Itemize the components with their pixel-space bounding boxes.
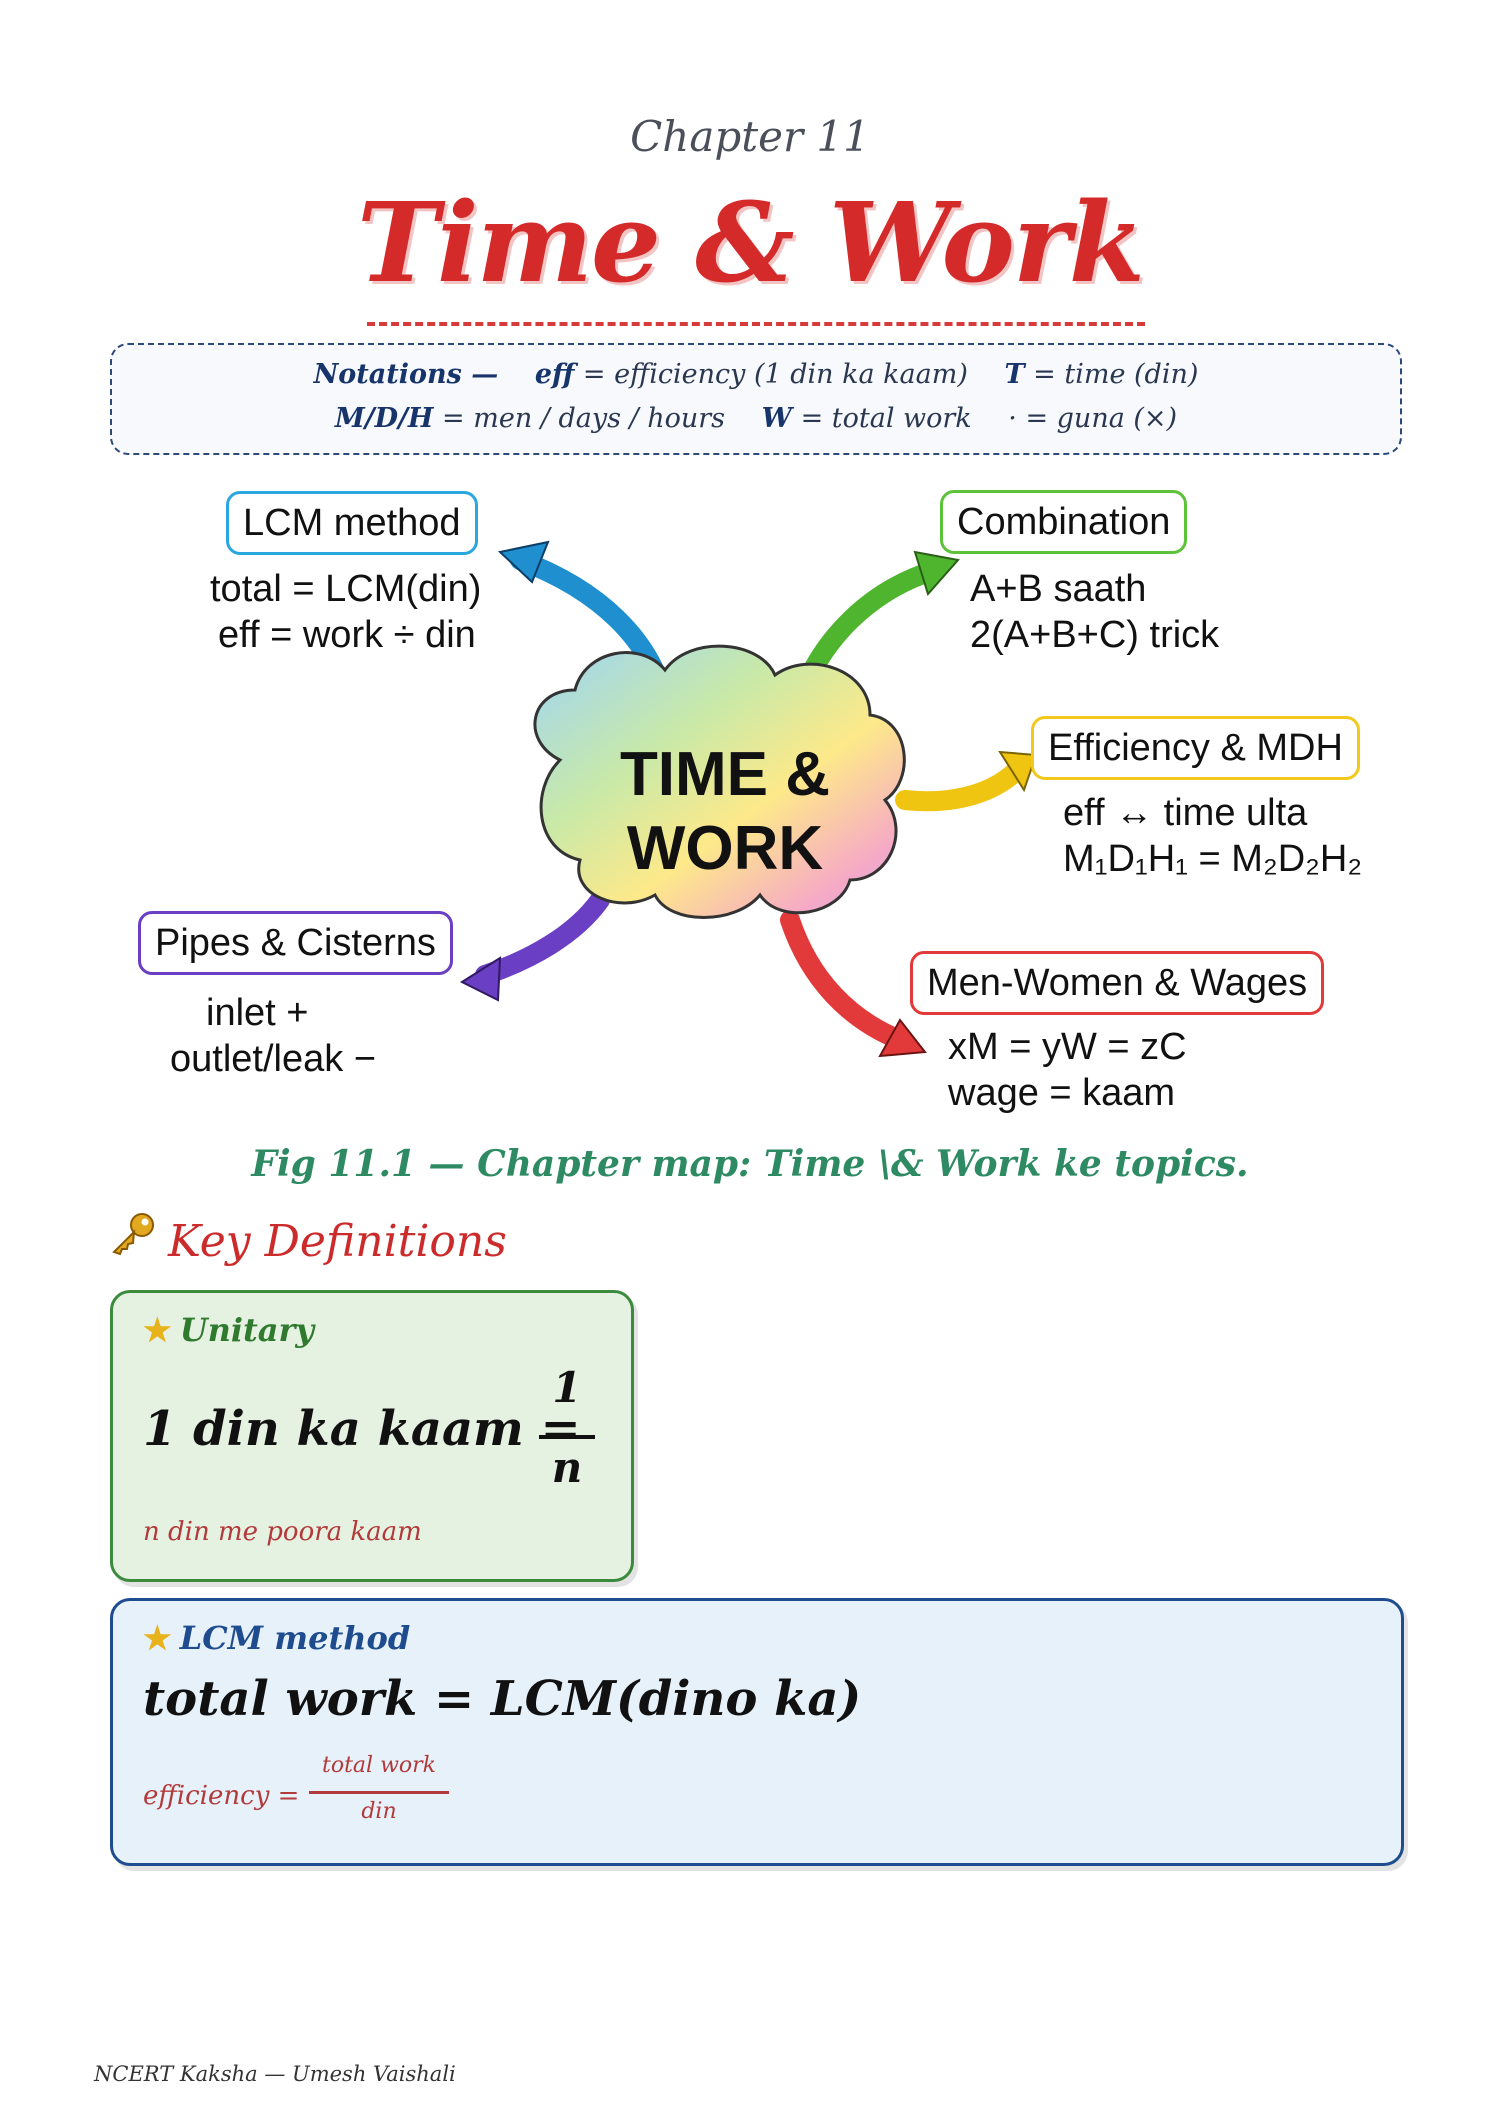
notations-label: Notations — xyxy=(313,359,499,390)
topic-efficiency-mdh: Efficiency & MDH xyxy=(1031,716,1360,780)
star-icon: ★ xyxy=(143,1311,172,1349)
unitary-note: n din me poora kaam xyxy=(143,1517,422,1547)
arrow-efficiency-head xyxy=(998,750,1038,793)
page-title: Time & Work xyxy=(356,178,1145,307)
notation-dot-value: · = guna (×) xyxy=(1008,403,1178,434)
arrow-lcm-head xyxy=(497,540,550,584)
topic-pipes-cisterns: Pipes & Cisterns xyxy=(138,911,453,975)
topic-combination-line-2: 2(A+B+C) trick xyxy=(970,614,1220,656)
title-divider xyxy=(367,322,1145,326)
topic-lcm-line-1: total = LCM(din) xyxy=(210,568,482,610)
unitary-formula-lhs: 1 din ka kaam = xyxy=(143,1401,581,1457)
topic-efficiency-notes: eff ↔ time ulta M₁D₁H₁ = M₂D₂H₂ xyxy=(1063,790,1362,882)
lcm-note-denominator: din xyxy=(361,1799,397,1824)
card-lcm-title: LCM method xyxy=(179,1619,411,1657)
topic-combination-line-1: A+B saath xyxy=(970,568,1147,610)
notation-mdh-value: = men / days / hours xyxy=(442,403,726,434)
center-topic: TIME & WORK xyxy=(590,738,860,886)
figure-caption: Fig 11.1 — Chapter map: Time \& Work ke … xyxy=(251,1143,1249,1185)
arrow-efficiency xyxy=(895,762,1025,812)
topic-lcm-notes: total = LCM(din) eff = work ÷ din xyxy=(210,566,481,658)
arrow-men-head xyxy=(878,1018,927,1058)
notation-w-value: = total work xyxy=(800,403,972,434)
center-topic-line-2: WORK xyxy=(626,814,824,883)
unitary-fraction-bar xyxy=(539,1435,595,1439)
arrow-combination-head xyxy=(913,550,960,596)
key-definitions-title: Key Definitions xyxy=(168,1216,507,1267)
lcm-formula: total work = LCM(dino ka) xyxy=(143,1671,862,1727)
topic-lcm-line-2: eff = work ÷ din xyxy=(218,614,476,656)
topic-pipes-notes: inlet + outlet/leak − xyxy=(170,990,376,1082)
notation-eff-value: = efficiency (1 din ka kaam) xyxy=(582,359,968,390)
topic-men-title: Men-Women & Wages xyxy=(927,962,1308,1004)
card-unitary-header: ★Unitary xyxy=(143,1311,314,1349)
notation-t-key: T xyxy=(1004,359,1025,390)
topic-efficiency-line-2: M₁D₁H₁ = M₂D₂H₂ xyxy=(1063,838,1363,880)
lcm-note-fraction-bar xyxy=(309,1791,449,1794)
arrow-pipes-head xyxy=(459,956,502,1002)
key-icon xyxy=(108,1212,158,1267)
notation-mdh-key: M/D/H xyxy=(334,403,434,434)
key-definitions-heading: Key Definitions xyxy=(108,1212,507,1267)
topic-pipes-title: Pipes & Cisterns xyxy=(155,922,436,964)
definition-card-unitary: ★Unitary 1 din ka kaam = 1 n n din me po… xyxy=(110,1290,634,1582)
notation-eff-key: eff xyxy=(534,359,575,390)
chapter-label: Chapter 11 xyxy=(630,112,870,161)
topic-efficiency-title: Efficiency & MDH xyxy=(1048,727,1343,769)
center-cloud xyxy=(533,644,906,919)
topic-lcm-method: LCM method xyxy=(226,491,478,555)
card-unitary-title: Unitary xyxy=(179,1311,314,1349)
topic-combination: Combination xyxy=(940,490,1188,554)
topic-men-line-2: wage = kaam xyxy=(948,1072,1176,1114)
notations-box: Notations — eff = efficiency (1 din ka k… xyxy=(110,343,1402,455)
center-topic-line-1: TIME & xyxy=(619,740,831,809)
arrow-pipes xyxy=(475,890,610,985)
topic-combination-notes: A+B saath 2(A+B+C) trick xyxy=(970,566,1219,658)
notation-t-value: = time (din) xyxy=(1033,359,1199,390)
page-footer: NCERT Kaksha — Umesh Vaishali xyxy=(94,2062,456,2086)
notations-line-2: M/D/H = men / days / hours W = total wor… xyxy=(112,403,1400,434)
arrow-men xyxy=(780,910,910,1050)
topic-lcm-title: LCM method xyxy=(243,502,461,544)
topic-pipes-line-2: outlet/leak − xyxy=(170,1038,376,1080)
unitary-denominator: n xyxy=(551,1443,583,1492)
topic-efficiency-line-1: eff ↔ time ulta xyxy=(1063,792,1308,834)
notations-line-1: Notations — eff = efficiency (1 din ka k… xyxy=(112,359,1400,390)
definition-card-lcm: ★LCM method total work = LCM(dino ka) ef… xyxy=(110,1598,1404,1866)
topic-combination-title: Combination xyxy=(957,501,1171,543)
star-icon: ★ xyxy=(143,1619,172,1657)
topic-pipes-line-1: inlet + xyxy=(206,992,309,1034)
card-lcm-header: ★LCM method xyxy=(143,1619,410,1657)
lcm-note-lhs: efficiency = xyxy=(143,1781,300,1811)
topic-men-women-wages: Men-Women & Wages xyxy=(910,951,1325,1015)
topic-men-line-1: xM = yW = zC xyxy=(948,1026,1187,1068)
topic-men-notes: xM = yW = zC wage = kaam xyxy=(948,1024,1187,1116)
unitary-numerator: 1 xyxy=(552,1363,582,1412)
notation-w-key: W xyxy=(761,403,792,434)
lcm-note-numerator: total work xyxy=(322,1753,436,1778)
